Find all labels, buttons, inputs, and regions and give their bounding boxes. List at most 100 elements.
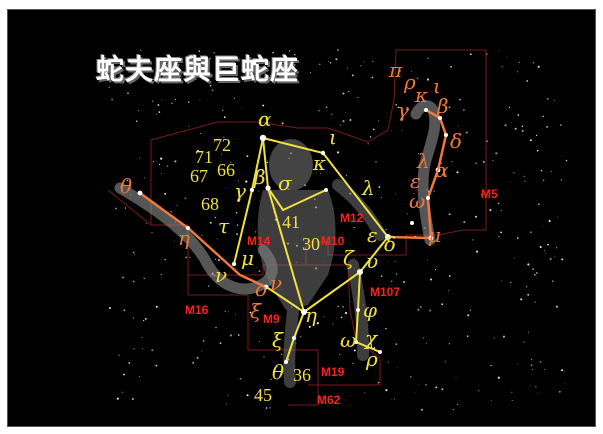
serpens-label-epsilon: ε — [410, 169, 421, 193]
background-star — [239, 377, 242, 380]
background-star — [143, 177, 145, 179]
background-star — [115, 207, 117, 210]
background-star — [256, 266, 258, 268]
background-star — [151, 100, 154, 102]
background-star — [122, 276, 125, 279]
background-star — [416, 77, 419, 80]
background-star — [467, 314, 470, 317]
serpens-label-gamma: γ — [397, 98, 409, 122]
background-star — [220, 153, 223, 155]
background-star — [539, 245, 542, 249]
label-theta: θ — [272, 360, 285, 384]
background-star — [448, 106, 451, 109]
background-star — [363, 61, 365, 63]
background-star — [222, 109, 224, 112]
background-star — [540, 169, 543, 172]
background-star — [418, 383, 420, 385]
serpens-label-eta: η — [178, 226, 190, 250]
background-star — [331, 113, 333, 115]
background-star — [435, 386, 438, 389]
messier-m107: M107 — [370, 285, 401, 299]
background-star — [155, 113, 157, 115]
background-star — [266, 161, 269, 164]
background-star — [448, 213, 451, 216]
background-star — [337, 305, 339, 308]
background-star — [309, 72, 312, 74]
label-beta: β — [254, 165, 266, 189]
background-star — [319, 63, 321, 65]
background-star — [133, 317, 135, 319]
background-star — [269, 407, 271, 409]
background-star — [213, 52, 215, 54]
background-star — [215, 326, 217, 329]
background-star — [123, 309, 126, 312]
background-star — [161, 173, 162, 174]
background-star — [277, 366, 278, 368]
background-star — [323, 316, 325, 318]
background-star — [128, 180, 130, 182]
background-star — [164, 258, 166, 261]
background-star — [380, 197, 382, 199]
background-star — [367, 143, 369, 145]
background-star — [478, 390, 480, 392]
background-star — [476, 250, 479, 253]
background-star — [263, 61, 265, 63]
background-star — [441, 388, 444, 391]
background-star — [214, 258, 217, 260]
background-star — [409, 375, 412, 378]
background-star — [418, 153, 419, 155]
background-star — [517, 363, 519, 365]
background-star — [283, 55, 285, 57]
label-rho: ρ — [366, 347, 378, 371]
background-star — [546, 126, 548, 128]
serpens-label-rho: ρ — [404, 70, 416, 94]
background-star — [488, 198, 489, 199]
background-star — [270, 75, 272, 76]
background-star — [565, 159, 568, 162]
background-star — [185, 256, 188, 259]
star-map: 蛇夫座與巨蛇座 α ι κ σ γ β λ ε δ ζ υ μ τ ν η φ … — [7, 9, 596, 427]
background-star — [448, 343, 450, 345]
background-star — [401, 129, 403, 131]
background-star — [133, 348, 135, 350]
background-star — [364, 392, 366, 394]
background-star — [561, 369, 564, 372]
serpens-label-omega: ω — [409, 189, 426, 213]
background-star — [151, 231, 153, 234]
background-star — [121, 391, 123, 393]
background-star — [209, 84, 212, 87]
background-star — [475, 162, 478, 165]
background-star — [532, 368, 534, 371]
background-star — [263, 72, 265, 74]
background-star — [497, 202, 500, 205]
label-67: 67 — [190, 166, 208, 186]
background-star — [547, 243, 549, 246]
background-star — [530, 231, 532, 234]
background-star — [246, 394, 249, 397]
background-star — [184, 197, 187, 200]
serpens-lines — [139, 108, 448, 289]
background-star — [482, 161, 485, 163]
label-66: 66 — [217, 160, 235, 180]
background-star — [484, 146, 485, 148]
background-star — [503, 335, 505, 338]
background-star — [375, 161, 377, 163]
background-star — [174, 160, 177, 163]
background-star — [112, 67, 115, 70]
background-star — [160, 157, 163, 160]
background-star — [406, 213, 408, 215]
label-delta: δ — [384, 232, 397, 256]
background-star — [132, 398, 134, 400]
background-star — [192, 361, 195, 364]
messier-m10: M10 — [321, 234, 345, 248]
background-star — [160, 273, 162, 276]
label-71: 71 — [195, 147, 213, 167]
background-star — [265, 407, 268, 409]
background-star — [377, 382, 380, 384]
background-star — [234, 334, 236, 335]
background-stars — [108, 49, 568, 411]
background-star — [139, 66, 141, 68]
background-star — [216, 238, 218, 240]
background-star — [229, 334, 232, 337]
